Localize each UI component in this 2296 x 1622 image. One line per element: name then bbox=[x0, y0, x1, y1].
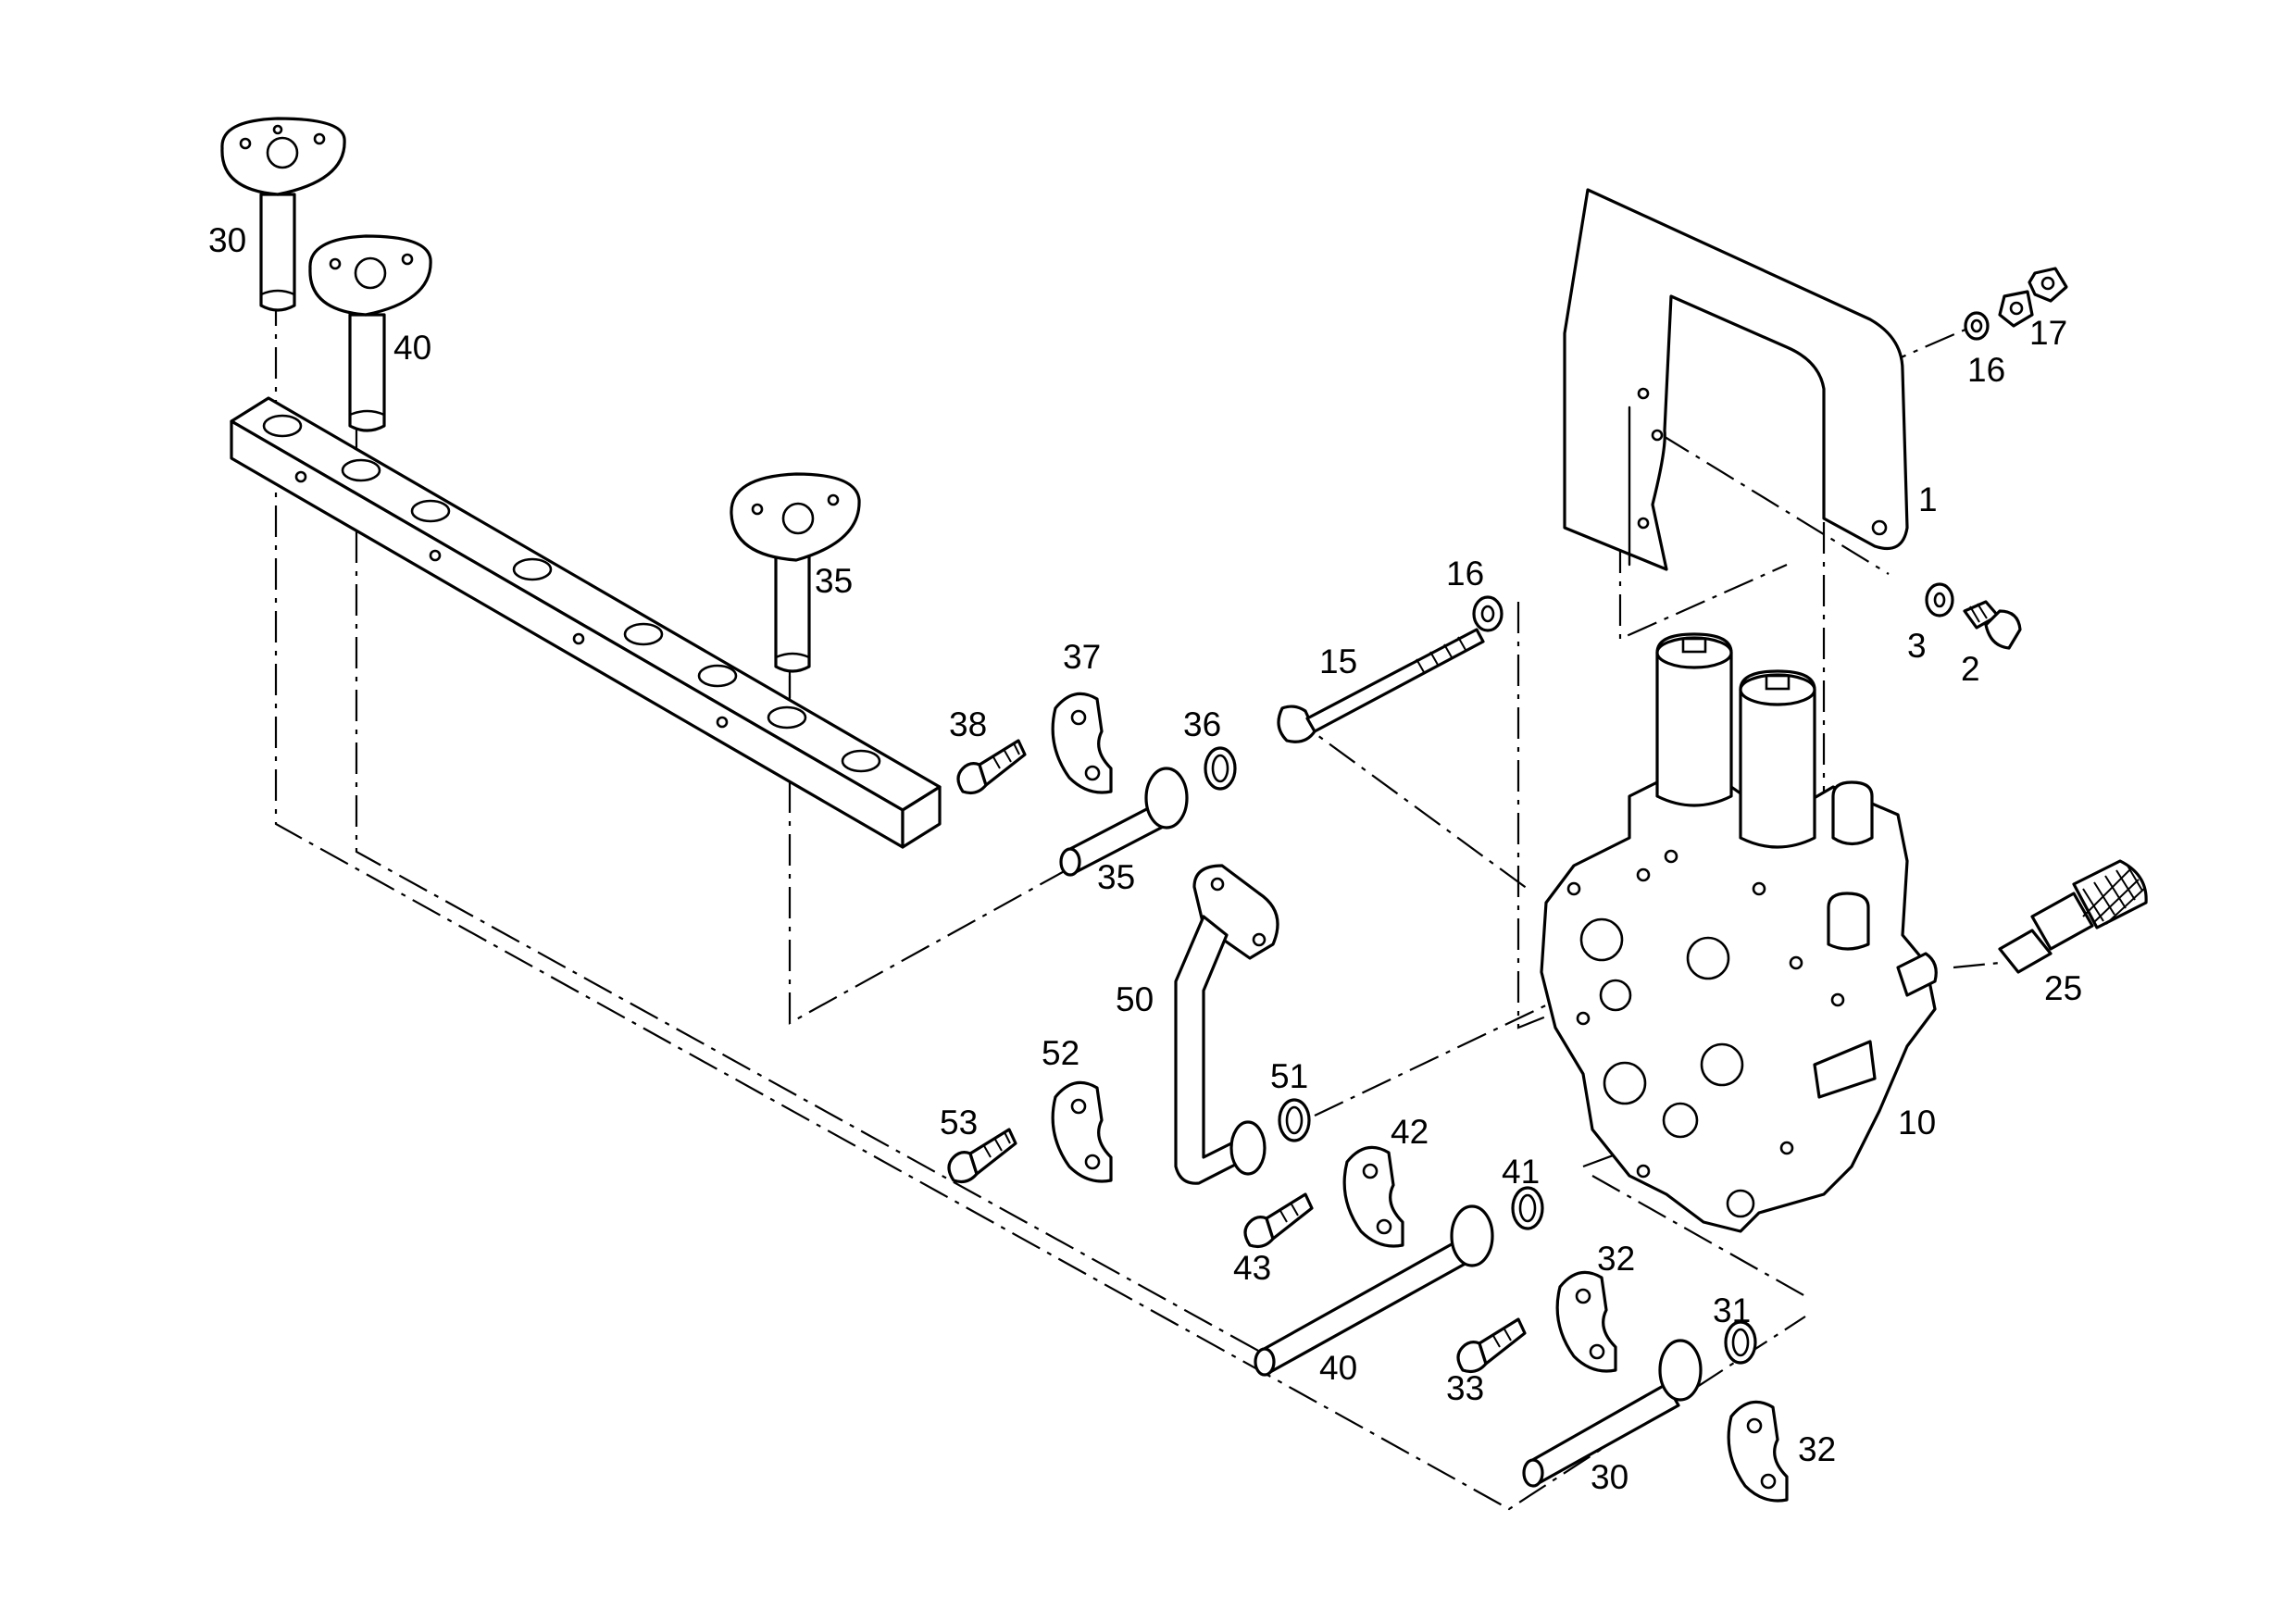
screw-38 bbox=[956, 739, 1027, 795]
o-ring-36 bbox=[1204, 746, 1237, 791]
callout-labels: 1 2 3 10 15 16 16 17 25 30 30 31 32 32 3… bbox=[208, 221, 2082, 1496]
control-valve-block-10 bbox=[1540, 632, 1938, 1233]
callout-17: 17 bbox=[2029, 314, 2067, 352]
pipe-35-lower bbox=[1059, 767, 1189, 877]
callout-1: 1 bbox=[1918, 480, 1938, 518]
split-clamp-32-upper bbox=[1555, 1270, 1617, 1373]
callout-36: 36 bbox=[1183, 705, 1221, 743]
callout-31: 31 bbox=[1713, 1291, 1751, 1329]
bolt-2 bbox=[1963, 600, 2022, 650]
manifold-bar bbox=[230, 396, 942, 849]
callout-15: 15 bbox=[1319, 643, 1357, 680]
split-clamp-52 bbox=[1051, 1080, 1113, 1183]
callout-30-top: 30 bbox=[208, 221, 246, 259]
o-ring-41 bbox=[1511, 1186, 1544, 1230]
split-clamp-42 bbox=[1342, 1145, 1404, 1248]
callout-43: 43 bbox=[1233, 1249, 1271, 1287]
callout-16-bracket: 16 bbox=[1967, 351, 2005, 389]
flange-pipe-35-top bbox=[730, 472, 861, 673]
callout-40-lower: 40 bbox=[1319, 1349, 1357, 1387]
callout-10: 10 bbox=[1898, 1104, 1936, 1142]
callout-38: 38 bbox=[949, 705, 987, 743]
washer-16-bracket bbox=[1964, 290, 2034, 341]
split-clamp-37 bbox=[1051, 692, 1113, 794]
flange-pipe-30-top bbox=[220, 117, 346, 312]
bent-pipe-50 bbox=[1174, 864, 1279, 1185]
washer-3 bbox=[1925, 582, 1954, 618]
bolt-15 bbox=[1277, 628, 1485, 743]
callout-50: 50 bbox=[1116, 980, 1154, 1018]
callout-35-top: 35 bbox=[815, 562, 853, 600]
callout-35-lower: 35 bbox=[1097, 858, 1135, 896]
o-ring-31 bbox=[1724, 1320, 1757, 1365]
screw-53 bbox=[947, 1128, 1017, 1184]
callout-32-upper: 32 bbox=[1597, 1240, 1635, 1278]
pipe-40-lower bbox=[1254, 1204, 1494, 1377]
callout-37: 37 bbox=[1063, 638, 1101, 676]
callout-51: 51 bbox=[1270, 1057, 1308, 1095]
callout-42: 42 bbox=[1391, 1113, 1429, 1151]
callout-40-top: 40 bbox=[393, 329, 431, 367]
callout-41: 41 bbox=[1502, 1153, 1540, 1191]
callout-2: 2 bbox=[1961, 650, 1980, 688]
callout-16-valve: 16 bbox=[1446, 555, 1484, 593]
split-clamp-32-lower bbox=[1727, 1400, 1789, 1503]
fitting-25 bbox=[1998, 859, 2148, 974]
mounting-bracket-1 bbox=[1563, 188, 1909, 571]
pipe-30-lower bbox=[1522, 1339, 1703, 1488]
o-ring-51 bbox=[1278, 1098, 1311, 1142]
callout-33: 33 bbox=[1446, 1369, 1484, 1407]
washer-16-valve bbox=[1472, 595, 1504, 632]
callout-25: 25 bbox=[2044, 969, 2082, 1007]
screw-43 bbox=[1243, 1192, 1314, 1249]
callout-53: 53 bbox=[940, 1104, 978, 1142]
callout-3: 3 bbox=[1907, 627, 1927, 665]
callout-52: 52 bbox=[1042, 1034, 1079, 1072]
nut-17 bbox=[2028, 267, 2068, 303]
callout-30-lower: 30 bbox=[1591, 1458, 1628, 1496]
screw-33 bbox=[1456, 1317, 1527, 1374]
callout-32-lower: 32 bbox=[1798, 1430, 1836, 1468]
flange-pipe-40-top bbox=[308, 234, 432, 432]
